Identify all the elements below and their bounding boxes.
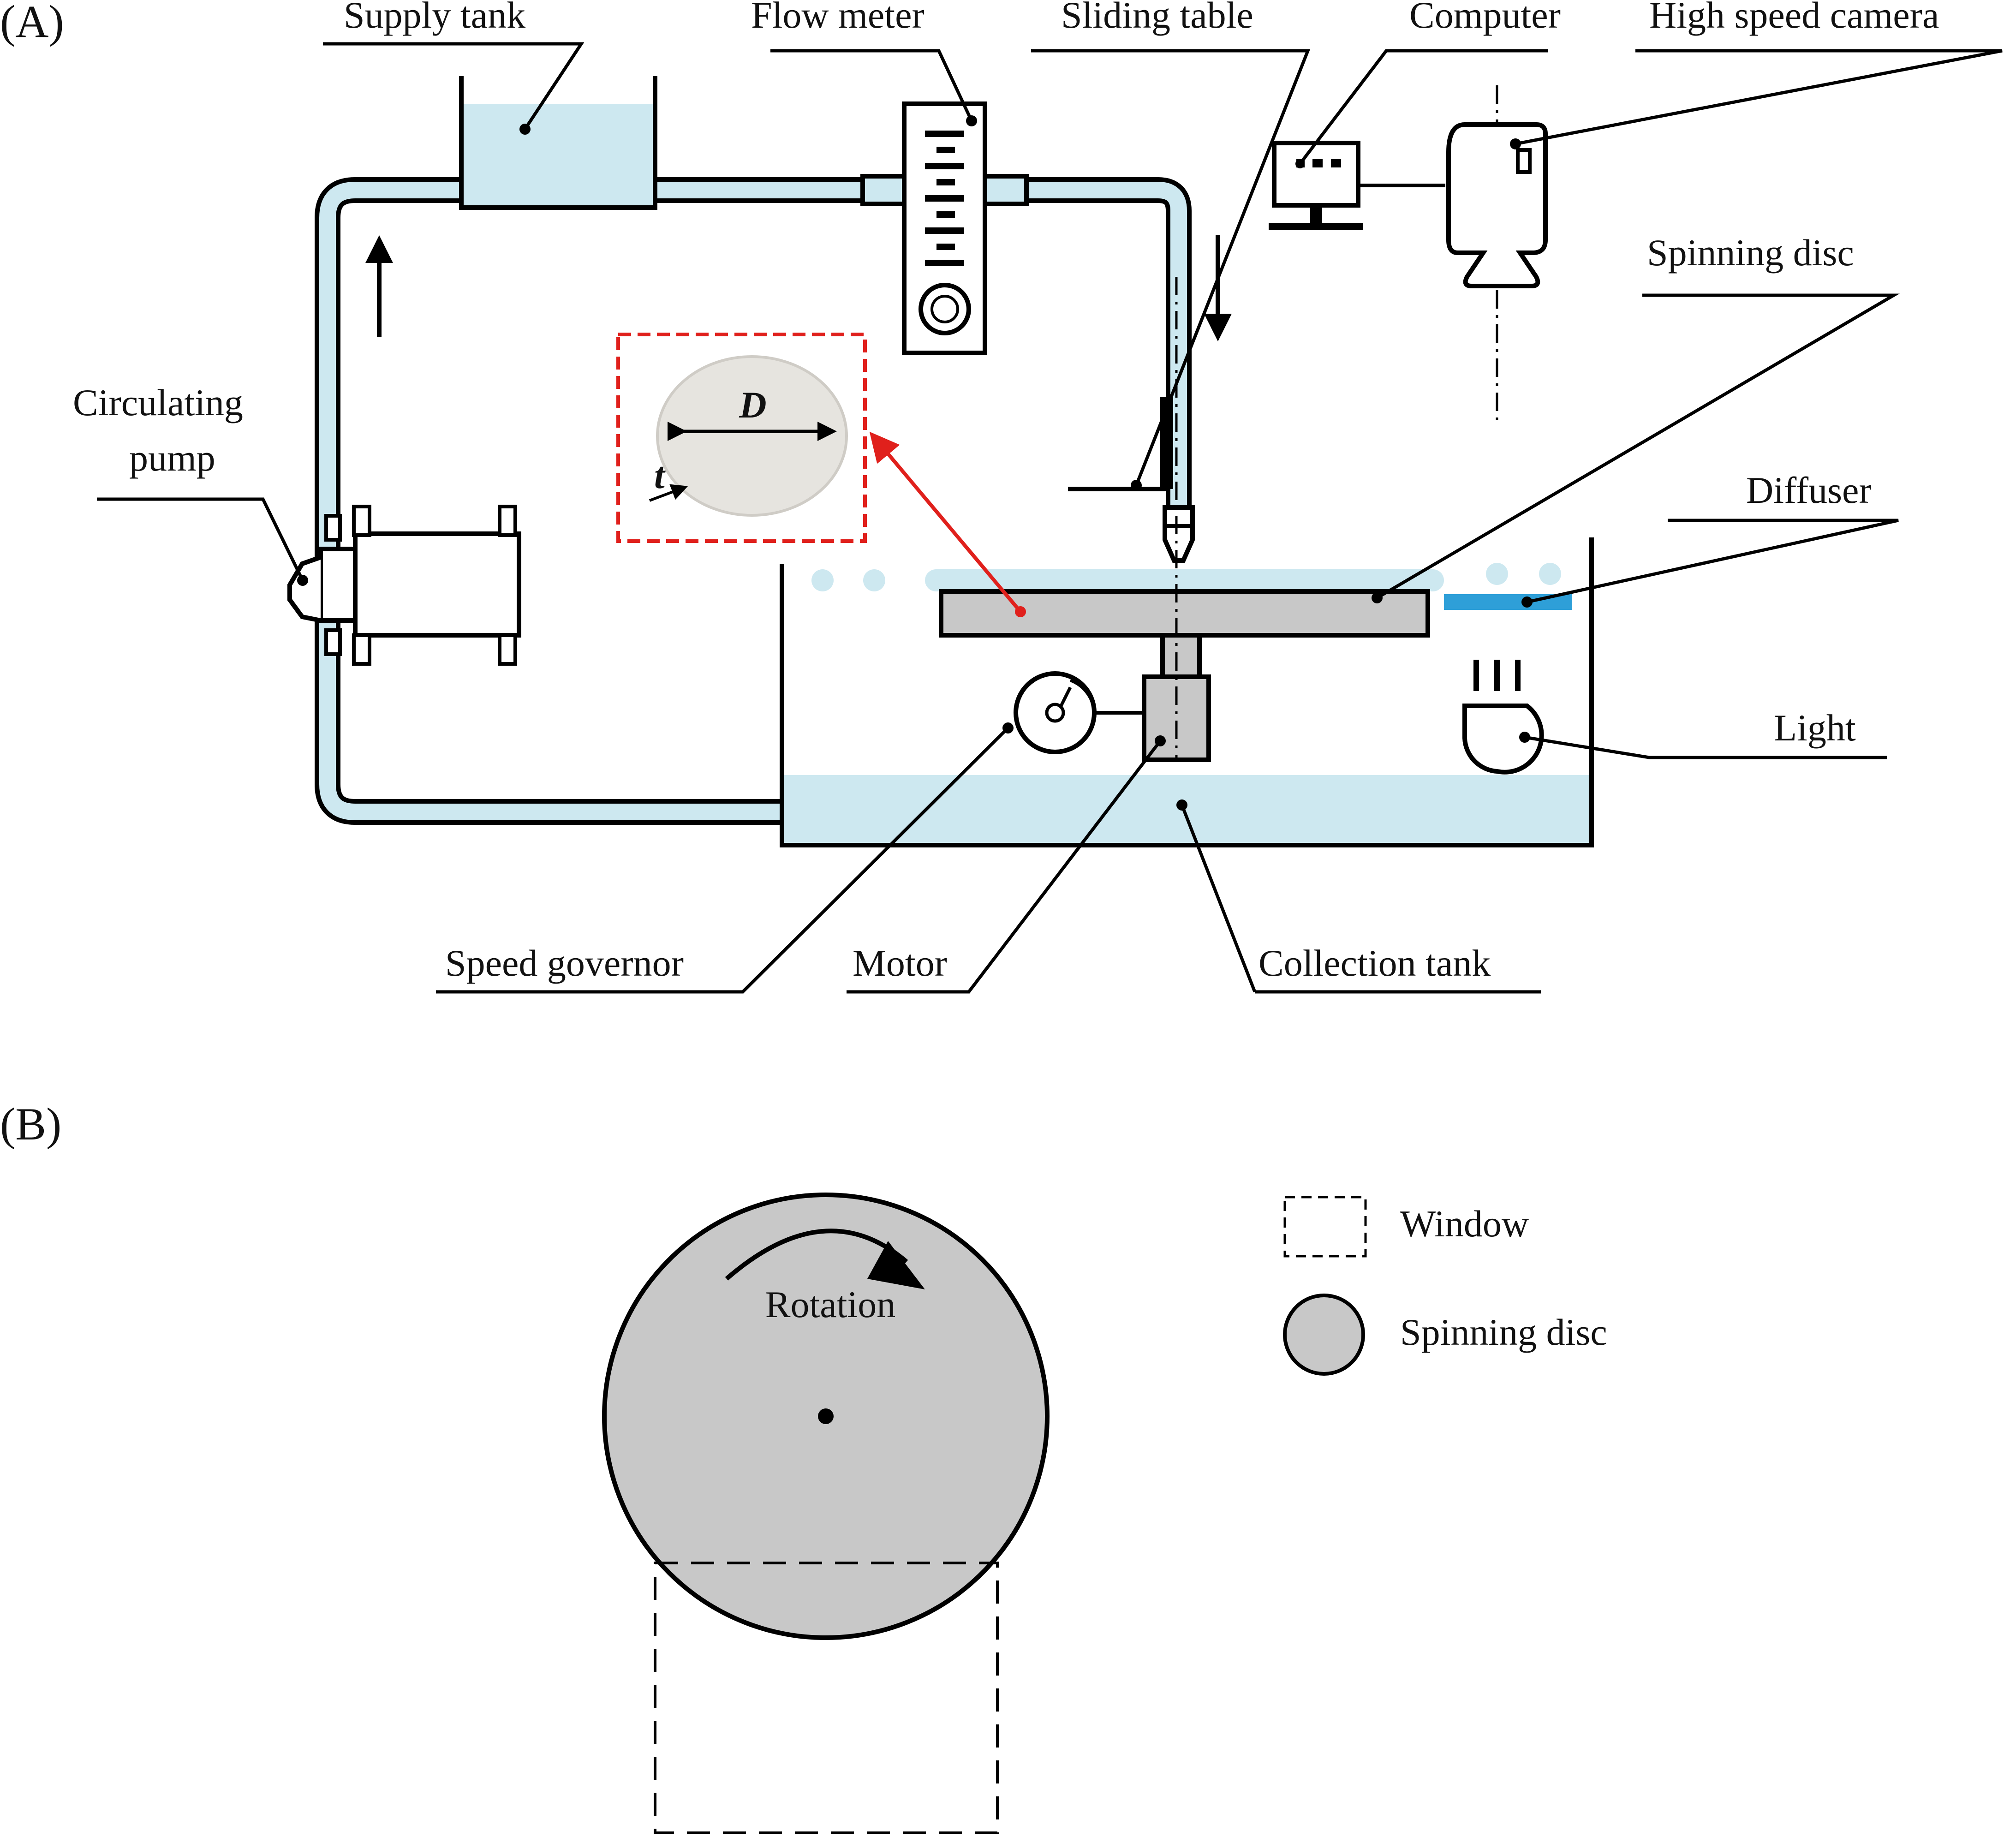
label-motor: Motor (853, 942, 947, 984)
panel-a-tag: (A) (0, 0, 64, 47)
high-speed-camera (1446, 122, 1548, 288)
nozzle (1163, 505, 1195, 563)
panel-a: (A) (0, 0, 2003, 994)
computer-monitor (1269, 141, 1445, 230)
light-lamp (1462, 660, 1544, 775)
rotation-arrow-arc (725, 1229, 908, 1281)
water-spray (811, 563, 1561, 591)
label-high-speed-camera: High speed camera (1649, 0, 1939, 36)
thickness-arrow (649, 484, 688, 502)
inset-droplet-window: D t (616, 333, 867, 543)
legend-spinning-disc-label: Spinning disc (1400, 1311, 1607, 1353)
label-collection-tank: Collection tank (1259, 942, 1491, 984)
label-circulating-pump-line1: Circulating (73, 382, 243, 423)
disc-center (818, 1408, 834, 1424)
label-light: Light (1774, 707, 1856, 749)
pipe-loop (315, 177, 1192, 825)
label-diffuser: Diffuser (1746, 469, 1872, 511)
legend-disc-swatch (1283, 1294, 1365, 1376)
spinning-disc-assembly (939, 589, 1430, 762)
legend-window-swatch (1283, 1196, 1367, 1258)
label-sliding-table: Sliding table (1061, 0, 1253, 36)
speed-governor (1002, 671, 1144, 754)
label-computer: Computer (1409, 0, 1561, 36)
label-speed-governor: Speed governor (445, 942, 684, 984)
collection-tank (780, 537, 1594, 847)
supply-tank (459, 76, 657, 210)
label-supply-tank: Supply tank (344, 0, 525, 36)
rotation-arrow-head (867, 1241, 925, 1289)
label-flow-meter: Flow meter (751, 0, 924, 36)
legend: Window Spinning disc (1283, 1196, 1607, 1376)
panel-b: (B) Rotation Window Spinning disc (0, 1098, 1607, 1834)
observation-window (654, 1562, 999, 1834)
panel-b-tag: (B) (0, 1098, 61, 1150)
leader-lines (97, 42, 2003, 994)
label-spinning-disc: Spinning disc (1647, 232, 1854, 274)
legend-window-label: Window (1400, 1203, 1529, 1245)
sliding-table (1068, 397, 1173, 491)
flow-meter (860, 101, 1029, 355)
label-circulating-pump-line2: pump (129, 437, 215, 479)
diameter-symbol: D (739, 384, 766, 426)
inset-callout-arrow (869, 431, 1022, 613)
rotation-label: Rotation (765, 1283, 895, 1325)
thickness-symbol: t (654, 454, 666, 496)
